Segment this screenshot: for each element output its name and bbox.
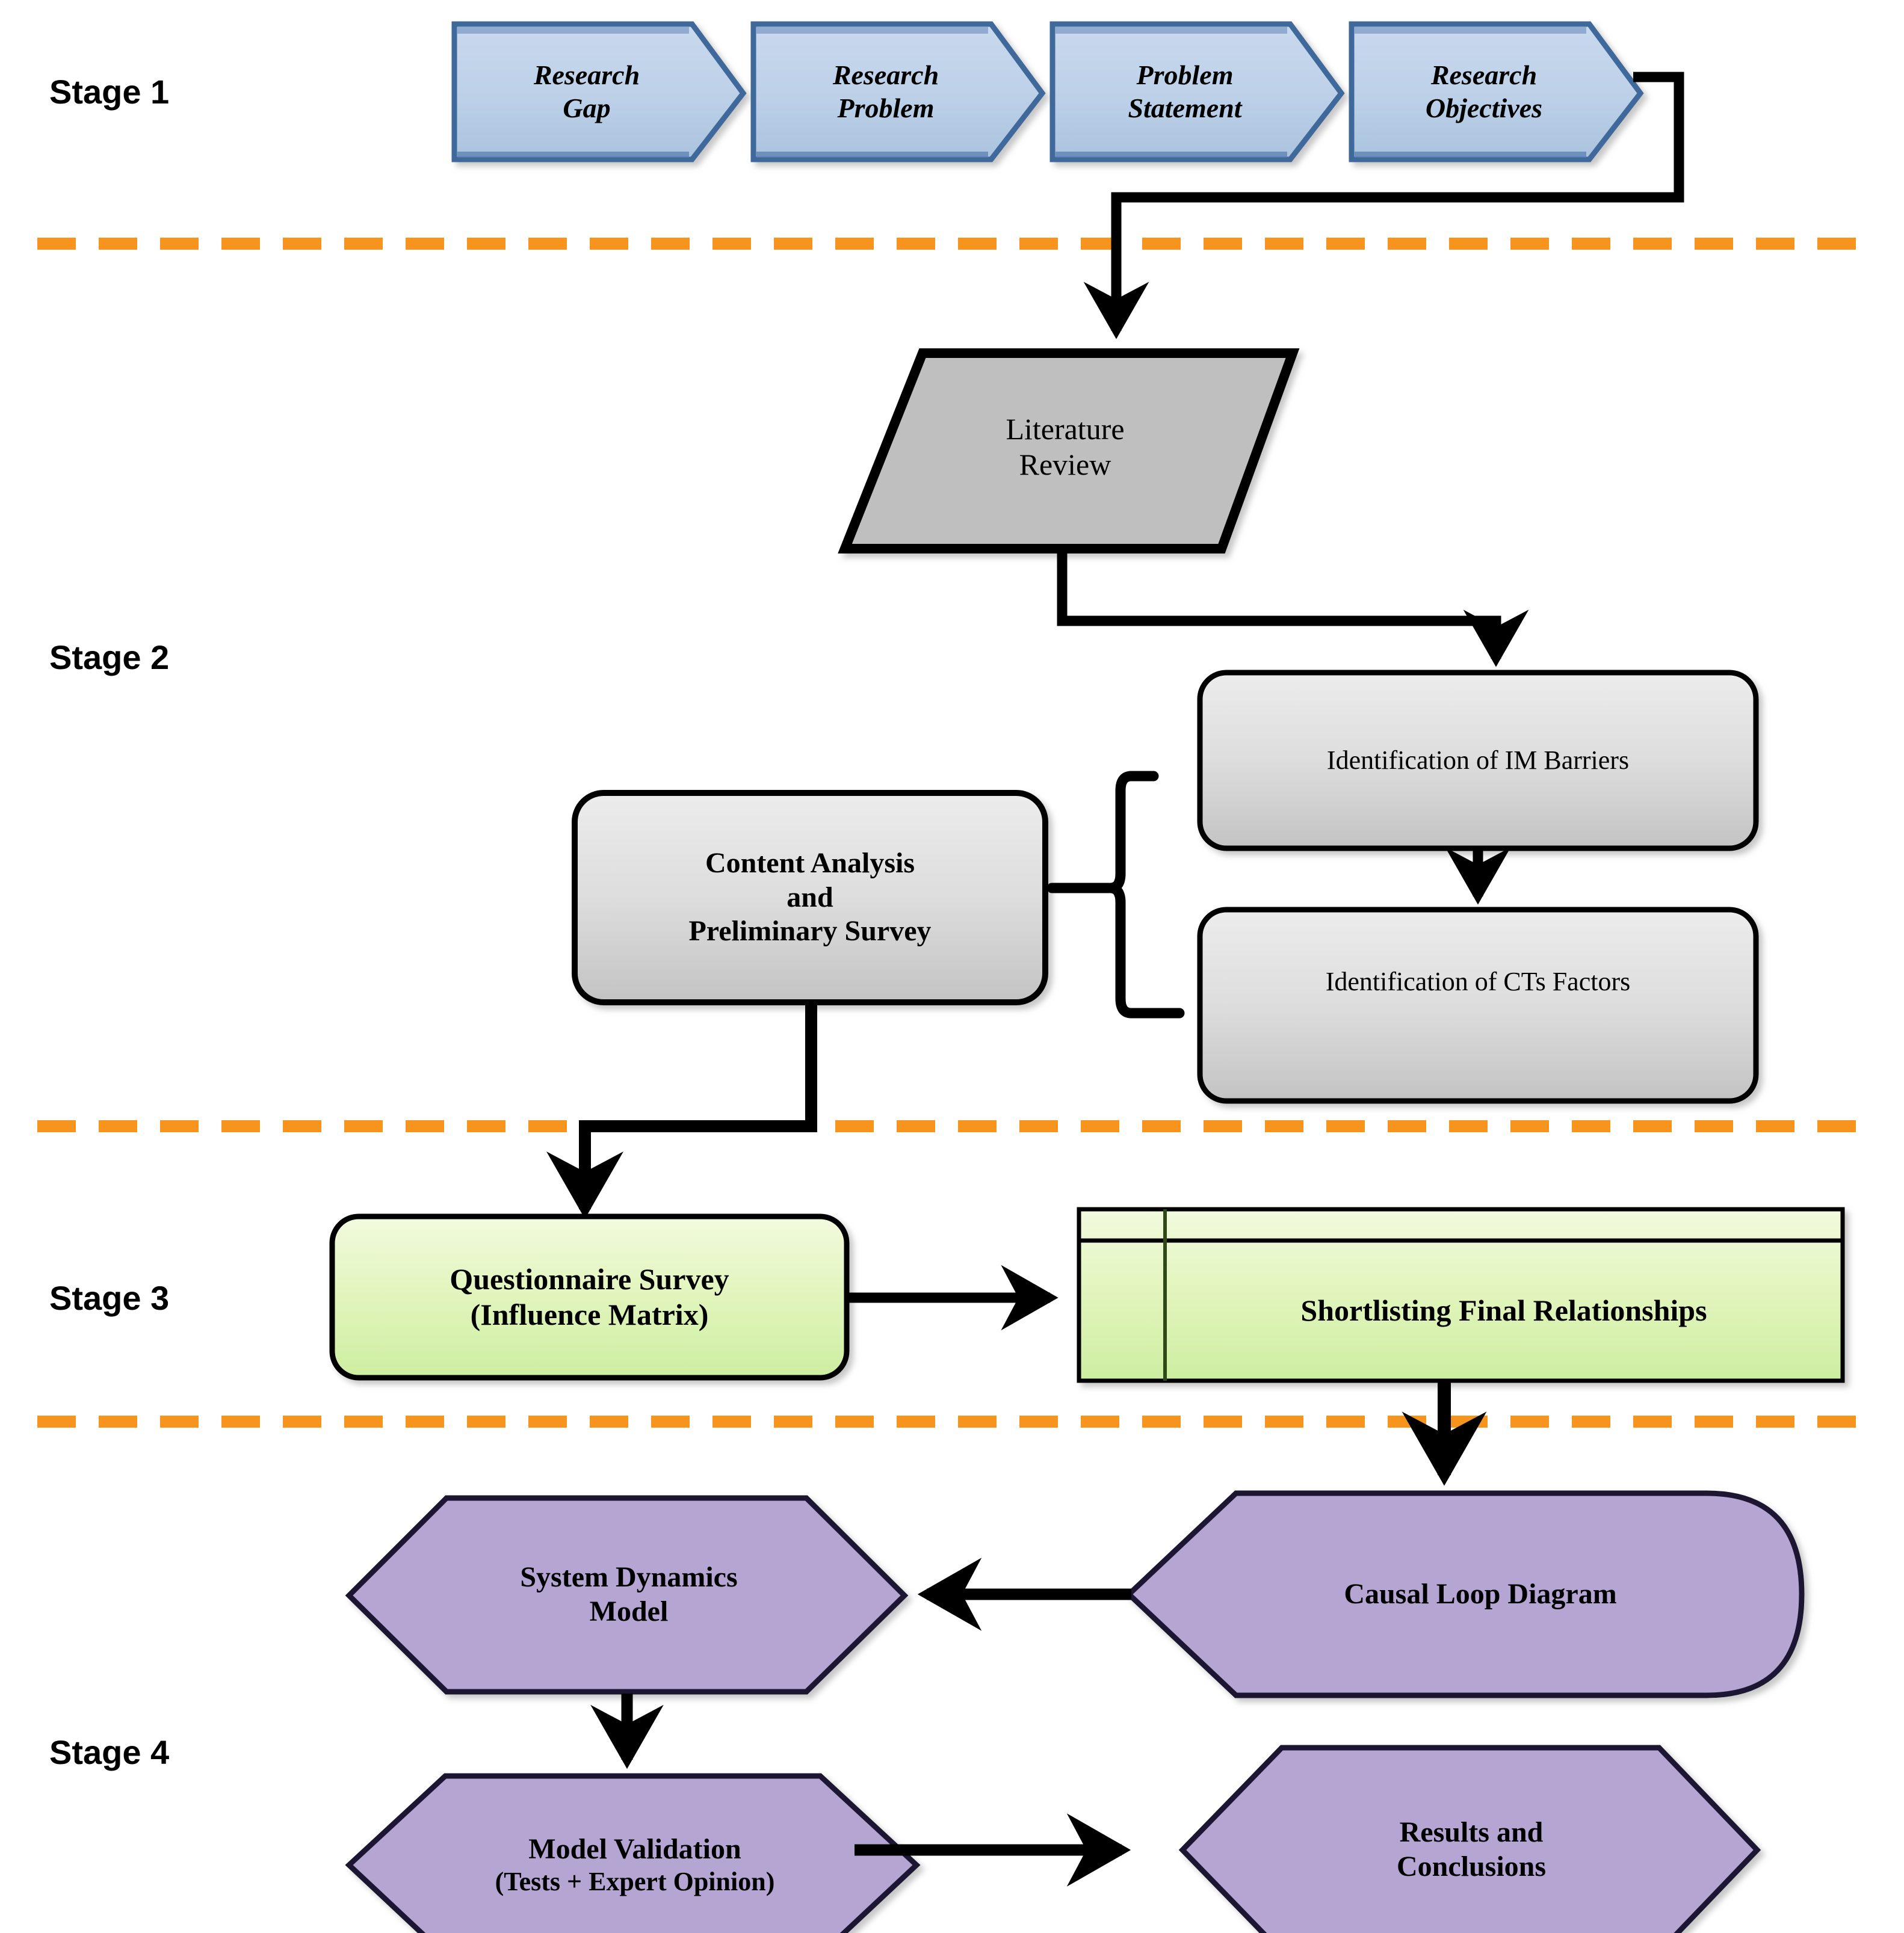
shape-problem-statement[interactable] xyxy=(1049,21,1345,162)
node-label-im-barriers: Identification of IM Barriers xyxy=(1200,673,1756,848)
connector-literature-to-barriers xyxy=(1057,550,1529,667)
stage-label-4: Stage 4 xyxy=(49,1733,170,1771)
node-label-problem-statement: Problem Statement xyxy=(1052,24,1317,159)
node-label-literature-review: Literature Review xyxy=(897,376,1234,517)
shape-causal-loop[interactable] xyxy=(1125,1490,1805,1698)
node-label-model-validation: Model Validation (Tests + Expert Opinion… xyxy=(409,1781,861,1933)
content-analysis-line3: Preliminary Survey xyxy=(688,915,932,948)
node-label-causal-loop: Causal Loop Diagram xyxy=(1179,1493,1781,1695)
content-analysis-line1: Content Analysis xyxy=(705,847,915,880)
shape-research-objectives[interactable] xyxy=(1349,21,1644,162)
shortlisting-line1: Shortlisting Final Relationships xyxy=(1300,1293,1707,1327)
system-dynamics-line2: Model xyxy=(589,1595,669,1627)
node-label-content-analysis: Content Analysis and Preliminary Survey xyxy=(575,793,1045,1002)
problem-statement-line2: Statement xyxy=(1128,92,1242,123)
shape-questionnaire-survey[interactable] xyxy=(329,1213,850,1381)
content-analysis-line2: and xyxy=(787,881,833,913)
node-label-research-objectives: Research Objectives xyxy=(1352,24,1616,159)
shape-research-gap[interactable] xyxy=(451,21,747,162)
model-validation-line1: Model Validation xyxy=(528,1833,741,1865)
connector-brace-group xyxy=(1046,771,1185,1019)
shape-results-conclusions[interactable] xyxy=(1178,1745,1761,1933)
research-problem-line2: Problem xyxy=(837,92,935,123)
shape-shortlisting[interactable] xyxy=(1077,1207,1845,1383)
causal-loop-line1: Causal Loop Diagram xyxy=(1344,1577,1617,1610)
questionnaire-survey-line2: (Influence Matrix) xyxy=(470,1298,709,1331)
problem-statement-line1: Problem xyxy=(1136,60,1234,91)
node-label-research-problem: Research Problem xyxy=(753,24,1018,159)
results-conclusions-line2: Conclusions xyxy=(1396,1851,1547,1882)
shape-literature-review[interactable] xyxy=(838,348,1300,553)
research-gap-line2: Gap xyxy=(563,92,611,123)
research-objectives-line2: Objectives xyxy=(1425,92,1543,123)
research-gap-line1: Research xyxy=(533,60,640,91)
shape-cts-factors[interactable] xyxy=(1197,907,1759,1104)
shape-model-validation[interactable] xyxy=(345,1773,921,1933)
shape-research-problem[interactable] xyxy=(750,21,1046,162)
research-objectives-line1: Research xyxy=(1430,60,1538,91)
literature-review-line1: Literature xyxy=(1006,412,1125,446)
connector-content-to-questionnaire xyxy=(546,1003,817,1219)
stage-label-3: Stage 3 xyxy=(49,1279,170,1317)
model-validation-line2: (Tests + Expert Opinion) xyxy=(495,1867,775,1897)
literature-review-line2: Review xyxy=(1019,447,1111,481)
stage-label-2: Stage 2 xyxy=(49,638,170,676)
research-problem-line1: Research xyxy=(832,60,939,91)
stage-label-1: Stage 1 xyxy=(49,73,170,111)
node-label-research-gap: Research Gap xyxy=(454,24,719,159)
connector-objectives-to-literature xyxy=(1083,72,1684,339)
cts-factors-line1: Identification of CTs Factors xyxy=(1325,967,1631,997)
results-conclusions-line1: Results and xyxy=(1399,1816,1544,1849)
node-label-system-dynamics: System Dynamics Model xyxy=(421,1498,836,1692)
node-label-shortlisting: Shortlisting Final Relationships xyxy=(1165,1241,1843,1381)
shape-content-analysis[interactable] xyxy=(572,790,1048,1005)
system-dynamics-line1: System Dynamics xyxy=(520,1561,738,1594)
node-label-questionnaire-survey: Questionnaire Survey (Influence Matrix) xyxy=(332,1216,847,1378)
node-label-results-conclusions: Results and Conclusions xyxy=(1252,1751,1691,1933)
questionnaire-survey-line1: Questionnaire Survey xyxy=(450,1262,729,1296)
im-barriers-line1: Identification of IM Barriers xyxy=(1326,745,1630,775)
shape-im-barriers[interactable] xyxy=(1197,670,1759,851)
shape-system-dynamics[interactable] xyxy=(345,1495,909,1695)
node-label-cts-factors: Identification of CTs Factors xyxy=(1200,910,1756,1054)
